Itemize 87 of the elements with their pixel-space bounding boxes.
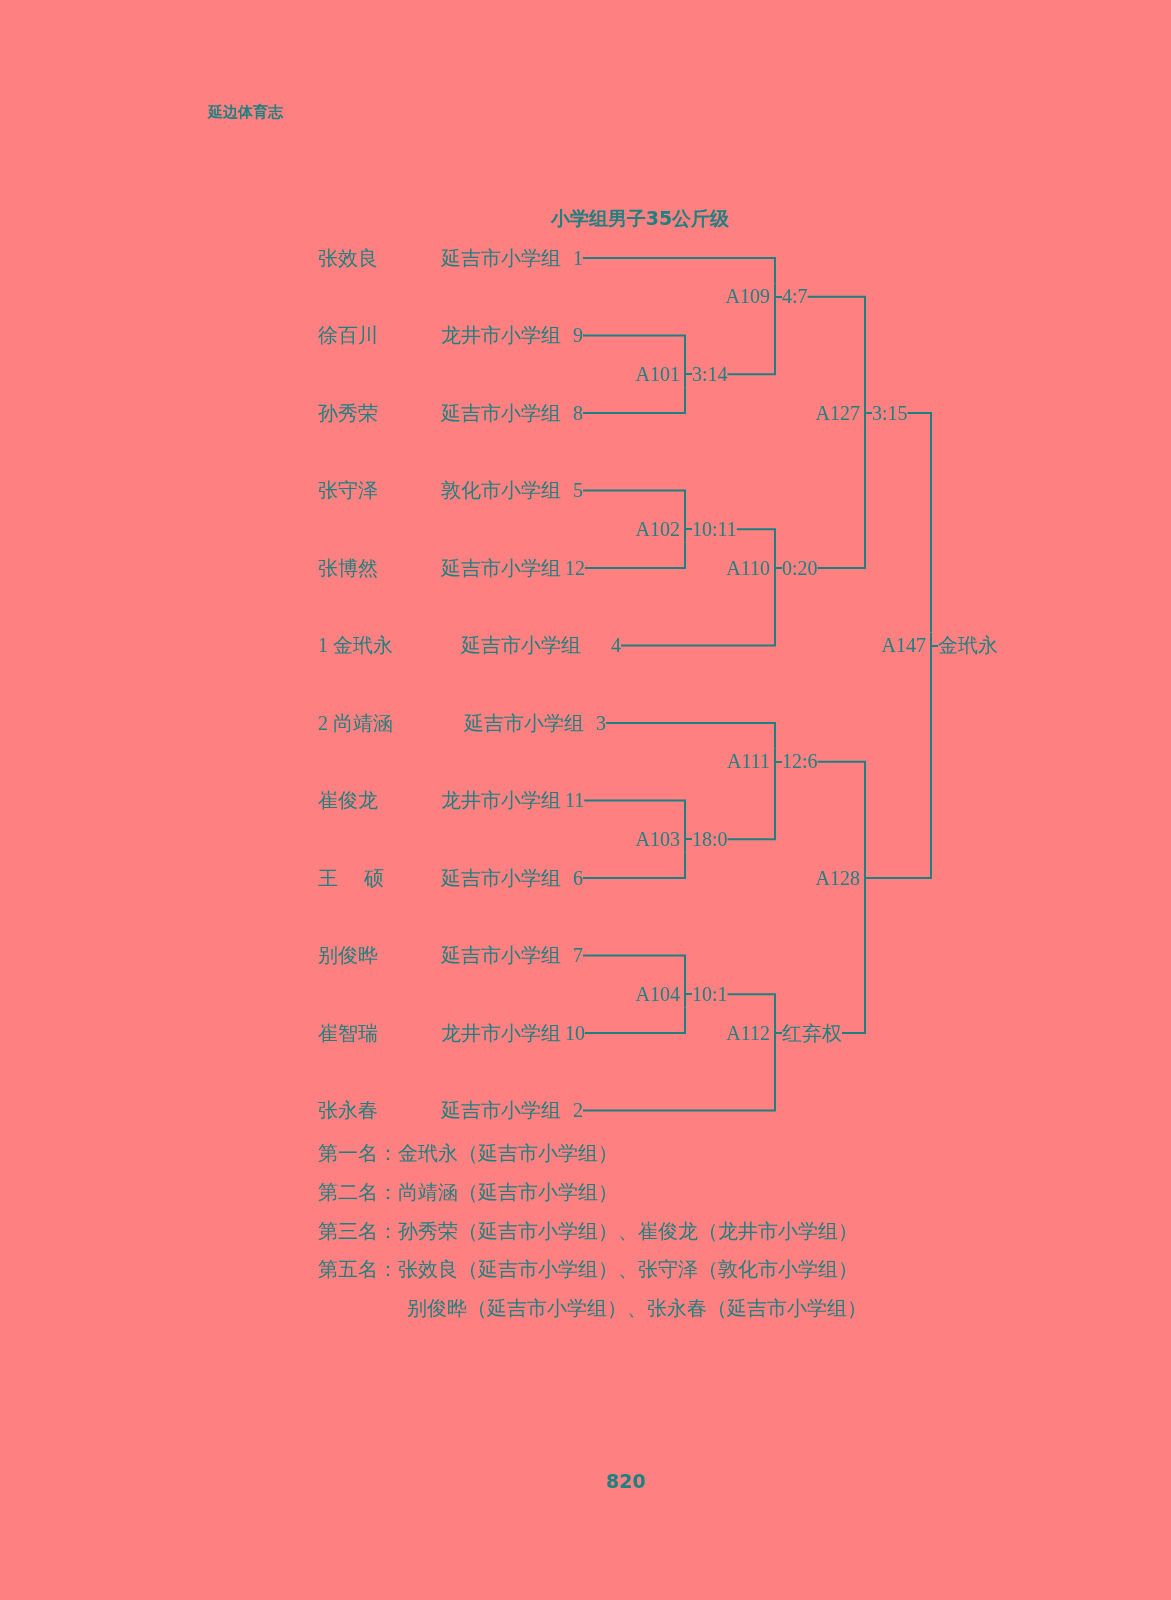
bracket-line: [582, 257, 776, 285]
player-name: 张永春: [318, 1098, 379, 1123]
result-line: 第二名：尚靖涵（延吉市小学组）: [318, 1180, 618, 1205]
player-name: 别俊晔: [318, 943, 379, 968]
team-name: 延吉市小学组: [441, 400, 561, 426]
player-name: 2 尚靖涵: [318, 710, 394, 736]
bracket-line: [584, 541, 686, 569]
match-score: 3:14: [692, 362, 728, 386]
bracket-line: [582, 954, 686, 983]
bracket-line: [726, 308, 776, 376]
bracket-line: [816, 760, 866, 866]
team-name: 延吉市小学组: [441, 1098, 561, 1123]
team-name: 龙井市小学组: [441, 323, 561, 348]
seed-number: 3: [596, 711, 606, 735]
team-name: 延吉市小学组: [441, 943, 561, 968]
seed-number: 4: [611, 634, 621, 657]
match-score: 18:0: [692, 827, 728, 851]
bracket-line: [816, 425, 866, 569]
bracket-line: [584, 1006, 686, 1034]
bracket-line: [806, 295, 866, 401]
match-code: A147: [880, 634, 926, 657]
player-name: 王 硕: [318, 865, 384, 891]
match-score: 4:7: [782, 285, 808, 309]
seed-number: 8: [573, 401, 583, 425]
match-code: A127: [814, 401, 860, 425]
team-name: 延吉市小学组: [441, 865, 561, 891]
team-name: 延吉市小学组: [441, 245, 561, 271]
team-name: 龙井市小学组: [441, 788, 561, 813]
bracket-line: [582, 386, 686, 414]
bracket-line: [582, 1045, 776, 1112]
bracket-line: [582, 489, 686, 518]
player-name: 孙秀荣: [318, 400, 379, 426]
seed-number: 12: [565, 556, 585, 580]
team-name: 龙井市小学组: [441, 1020, 561, 1046]
bracket-line: [841, 890, 866, 1034]
match-score: 10:1: [692, 982, 728, 1006]
page-number: 820: [606, 1470, 646, 1492]
bracket-line: [582, 851, 686, 879]
bracket-line: [582, 334, 686, 363]
result-line: 第五名：张效良（延吉市小学组）、张守泽（敦化市小学组）: [318, 1257, 858, 1282]
match-score: 0:20: [782, 556, 818, 580]
running-header: 延边体育志: [208, 103, 283, 122]
result-line: 第三名：孙秀荣（延吉市小学组）、崔俊龙（龙井市小学组）: [318, 1219, 858, 1244]
match-score: 10:11: [692, 517, 737, 541]
bracket-line: [726, 993, 776, 1021]
chart-title: 小学组男子35公斤级: [549, 206, 731, 231]
seed-number: 7: [573, 944, 583, 967]
team-name: 延吉市小学组: [461, 633, 581, 658]
player-name: 崔俊龙: [318, 788, 379, 813]
bracket-line: [871, 657, 932, 879]
seed-number: 11: [565, 789, 585, 812]
team-name: 延吉市小学组: [464, 710, 584, 736]
player-name: 崔智瑞: [318, 1020, 379, 1046]
player-name: 张守泽: [318, 478, 379, 503]
match-score: 红弃权: [782, 1020, 842, 1046]
match-code: A110: [725, 556, 770, 580]
result-line: 第一名：金玳永（延吉市小学组）: [318, 1141, 618, 1166]
bracket-line: [583, 799, 686, 828]
seed-number: 1: [573, 246, 583, 270]
player-name: 徐百川: [318, 323, 379, 348]
match-code: A102: [634, 517, 680, 541]
seed-number: 9: [573, 324, 583, 347]
match-code: A109: [724, 285, 770, 309]
seed-number: 6: [573, 866, 583, 890]
match-code: A101: [634, 362, 680, 386]
match-score: 12:6: [782, 750, 818, 774]
player-name: 张博然: [318, 555, 379, 581]
match-code: A112: [725, 1021, 770, 1045]
bracket-line: [735, 528, 776, 556]
team-name: 敦化市小学组: [441, 478, 561, 503]
match-score: 金玳永: [938, 633, 998, 658]
match-code: A111: [726, 750, 770, 774]
bracket-line: [726, 773, 776, 841]
match-code: A128: [814, 866, 860, 890]
seed-number: 5: [573, 479, 583, 502]
seed-number: 2: [573, 1099, 583, 1122]
match-score: 3:15: [872, 401, 908, 425]
result-line: 别俊晔（延吉市小学组）、张永春（延吉市小学组）: [407, 1296, 867, 1321]
player-name: 张效良: [318, 245, 379, 271]
bracket-line: [620, 580, 776, 647]
match-code: A104: [634, 982, 680, 1006]
seed-number: 10: [565, 1021, 585, 1045]
team-name: 延吉市小学组: [441, 555, 561, 581]
match-code: A103: [634, 827, 680, 851]
bracket-line: [906, 412, 932, 634]
player-name: 1 金玳永: [318, 633, 394, 658]
bracket-line: [605, 722, 776, 750]
